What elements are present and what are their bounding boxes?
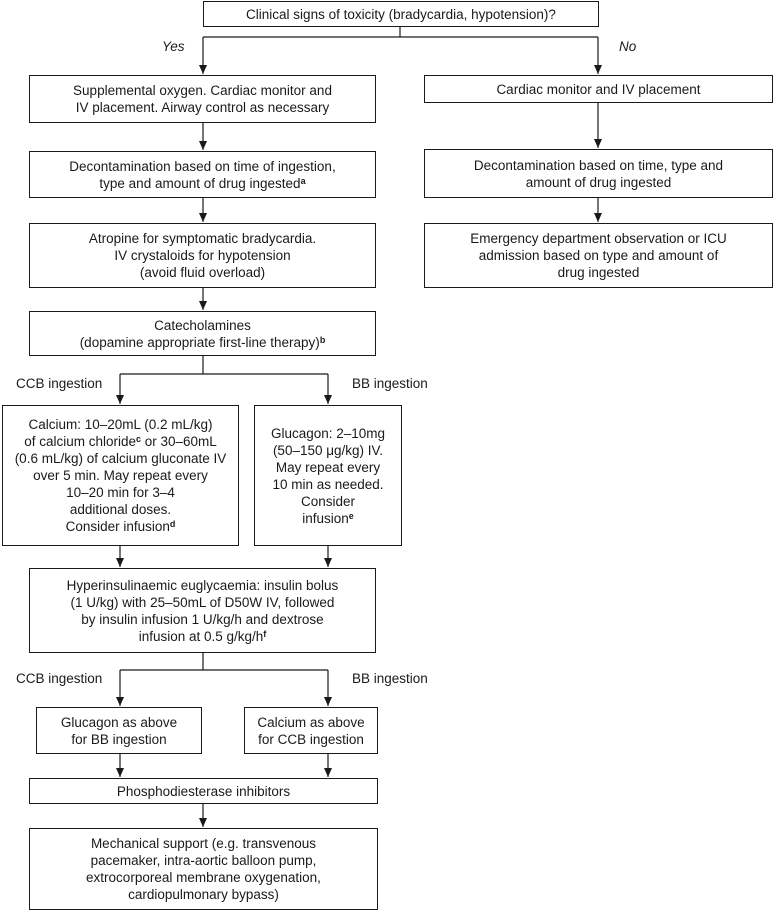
calcium-line-3: (0.6 mL/kg) of calcium gluconate IV <box>14 451 227 466</box>
glucagon-line-3: May repeat every <box>275 459 381 475</box>
yes4-line-2: (dopamine appropriate first-line therapy… <box>79 334 326 350</box>
yes2-line-1: Decontamination based on time of ingesti… <box>69 158 336 174</box>
catecholamines-box: Catecholamines(dopamine appropriate firs… <box>29 311 376 356</box>
yes3-line-3: (avoid fluid overload) <box>139 265 266 280</box>
bb-ingestion-label-1: BB ingestion <box>352 376 428 391</box>
hie-line-4: infusion at 0.5 g/kg/hf <box>138 628 267 644</box>
yes1-line-2: IV placement. Airway control as necessar… <box>75 100 330 115</box>
no3-line-1: Emergency department observation or ICU <box>470 231 727 246</box>
mechanical-support-box: Mechanical support (e.g. transvenous pace… <box>29 828 378 910</box>
footnote-marker: a <box>300 175 306 186</box>
yes3-line-1: Atropine for symptomatic bradycardia. <box>88 231 317 246</box>
supportive-care-box: Supplemental oxygen. Cardiac monitor and… <box>29 75 376 123</box>
calcium-line-6: additional doses. <box>69 502 172 517</box>
yes3-line-2: IV crystaloids for hypotension <box>114 248 291 263</box>
hie-line-3: by insulin infusion 1 U/kg/h and dextros… <box>81 611 324 627</box>
no2-line-2: amount of drug ingested <box>525 174 672 190</box>
mech-line-3: extrocorporeal membrane oxygenation, <box>86 870 321 885</box>
yes1-line-1: Supplemental oxygen. Cardiac monitor and <box>73 83 332 98</box>
no-label: No <box>619 39 637 54</box>
mech-line-2: pacemaker, intra-aortic balloon pump, <box>90 853 317 868</box>
ccb-ingestion-label-2: CCB ingestion <box>16 671 103 686</box>
bb-ingestion-label-2: BB ingestion <box>352 671 428 686</box>
mech-line-4: cardiopulmonary bypass) <box>128 887 279 902</box>
no2-line-1: Decontamination based on time, type and <box>473 157 724 173</box>
yes4-line-1: Catecholamines <box>154 317 251 333</box>
glucagon2-line-2: for BB ingestion <box>71 731 167 747</box>
calcium-line-7: Consider infusiond <box>65 519 176 534</box>
calcium-line-4: over 5 min. May repeat every <box>33 468 208 483</box>
footnote-marker: e <box>348 510 354 521</box>
footnote-marker: b <box>319 334 326 345</box>
yes-label: Yes <box>162 39 185 54</box>
glucagon-line-4: 10 min as needed. <box>272 476 384 492</box>
pde-line-1: Phosphodiesterase inhibitors <box>116 783 291 799</box>
glucagon-box: Glucagon: 2–10mg(50–150 μg/kg) IV.May re… <box>254 405 402 546</box>
atropine-box: Atropine for symptomatic bradycardia. IV … <box>29 223 376 288</box>
hie-line-1: Hyperinsulinaemic euglycaemia: insulin b… <box>66 577 339 593</box>
calcium-box: Calcium: 10–20mL (0.2 mL/kg) of calcium c… <box>2 405 239 546</box>
yes2-line-2: type and amount of drug ingesteda <box>99 175 306 191</box>
calcium2-line-2: for CCB ingestion <box>258 731 364 747</box>
glucagon-line-6: infusione <box>302 510 354 526</box>
no1-line-1: Cardiac monitor and IV placement <box>496 81 701 97</box>
no3-line-3: drug ingested <box>557 265 640 280</box>
footnote-marker: f <box>263 628 267 639</box>
calcium-line-1: Calcium: 10–20mL (0.2 mL/kg) <box>28 417 213 432</box>
calcium2-line-1: Calcium as above <box>257 714 365 730</box>
glucagon-line-2: (50–150 μg/kg) IV. <box>272 442 384 458</box>
footnote-marker: d <box>169 519 176 529</box>
decontamination-box: Decontamination based on time of ingesti… <box>29 151 376 198</box>
question-box: Clinical signs of toxicity (bradycardia,… <box>203 1 599 27</box>
phosphodiesterase-box: Phosphodiesterase inhibitors <box>29 778 378 804</box>
glucagon-line-5: Consider <box>300 493 356 509</box>
calcium-line-5: 10–20 min for 3–4 <box>66 485 175 500</box>
no3-line-2: admission based on type and amount of <box>478 248 719 263</box>
start-line-1: Clinical signs of toxicity (bradycardia,… <box>246 6 556 22</box>
observation-box: Emergency department observation or ICU a… <box>424 223 773 288</box>
glucagon-line-1: Glucagon: 2–10mg <box>270 425 386 441</box>
footnote-marker: c <box>135 434 141 444</box>
hie-line-2: (1 U/kg) with 25–50mL of D50W IV, follow… <box>70 594 335 610</box>
calcium-line-2: of calcium chloridec or 30–60mL <box>24 434 217 449</box>
monitor-box: Cardiac monitor and IV placement <box>424 75 773 103</box>
glucagon2-line-1: Glucagon as above <box>60 714 178 730</box>
mech-line-1: Mechanical support (e.g. transvenous <box>90 836 317 851</box>
hyperinsulinaemic-euglycaemia-box: Hyperinsulinaemic euglycaemia: insulin b… <box>29 568 376 653</box>
ccb-ingestion-label-1: CCB ingestion <box>16 376 103 391</box>
